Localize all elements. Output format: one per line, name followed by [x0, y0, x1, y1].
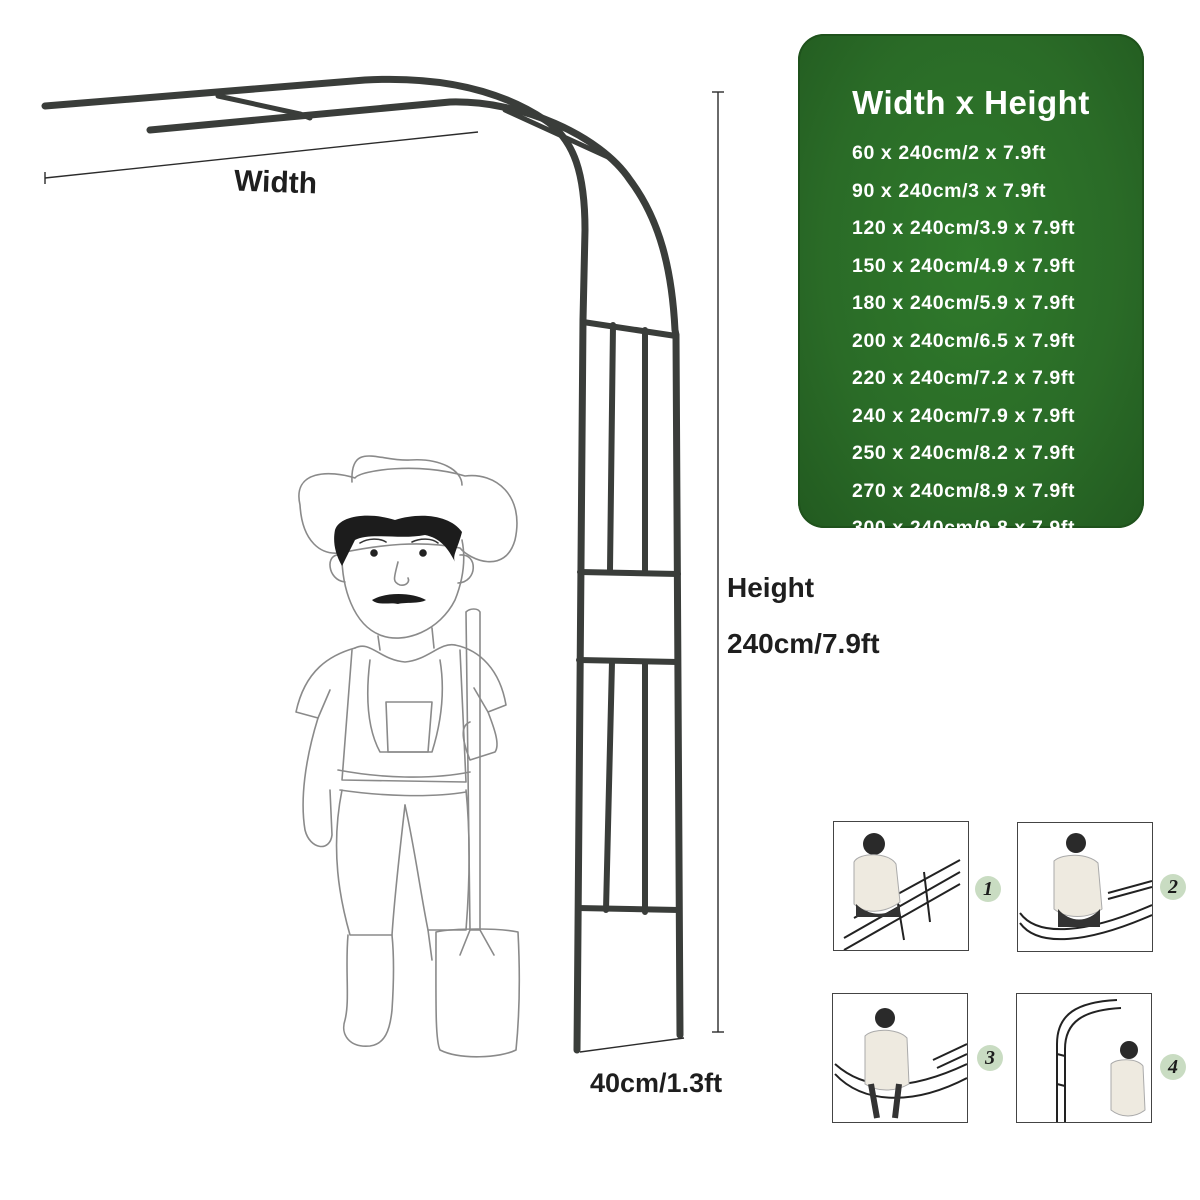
size-option: 60 x 240cm/2 x 7.9ft [852, 142, 1047, 164]
size-list: 60 x 240cm/2 x 7.9ft 90 x 240cm/3 x 7.9f… [852, 138, 1075, 551]
size-option: 120 x 240cm/3.9 x 7.9ft [852, 217, 1076, 239]
size-option: 220 x 240cm/7.2 x 7.9ft [852, 367, 1076, 389]
person-assembling-icon [843, 833, 961, 950]
step-number-3: 3 [977, 1045, 1003, 1071]
depth-label: 40cm/1.3ft [590, 1068, 723, 1098]
step-number-2: 2 [1160, 874, 1186, 900]
size-option: 270 x 240cm/8.9 x 7.9ft [852, 479, 1076, 502]
person-assembling-icon [834, 1008, 967, 1119]
assembly-step-4 [1016, 993, 1152, 1123]
size-option: 200 x 240cm/6.5 x 7.9ft [852, 329, 1076, 352]
height-value: 240cm/7.9ft [727, 628, 880, 659]
width-label: Width [233, 164, 318, 201]
step-number-4: 4 [1160, 1054, 1186, 1080]
height-label: Height [727, 572, 815, 603]
size-option: 240 x 240cm/7.9 x 7.9ft [852, 404, 1076, 427]
assembly-step-2 [1017, 822, 1153, 952]
size-option: 90 x 240cm/3 x 7.9ft [852, 179, 1047, 202]
size-options-panel: Width x Height 60 x 240cm/2 x 7.9ft 90 x… [798, 34, 1144, 539]
finished-arch-icon [1056, 999, 1146, 1122]
size-option: 250 x 240cm/8.2 x 7.9ft [852, 442, 1076, 464]
size-option: 300 x 240cm/9.8 x 7.9ft [852, 517, 1076, 539]
assembly-step-1 [833, 821, 969, 951]
size-option: 180 x 240cm/5.9 x 7.9ft [852, 292, 1076, 314]
person-assembling-icon [1019, 833, 1152, 941]
size-panel-title: Width x Height [852, 84, 1090, 121]
assembly-step-3 [832, 993, 968, 1123]
size-option: 150 x 240cm/4.9 x 7.9ft [852, 254, 1076, 277]
step-number-1: 1 [975, 876, 1001, 902]
